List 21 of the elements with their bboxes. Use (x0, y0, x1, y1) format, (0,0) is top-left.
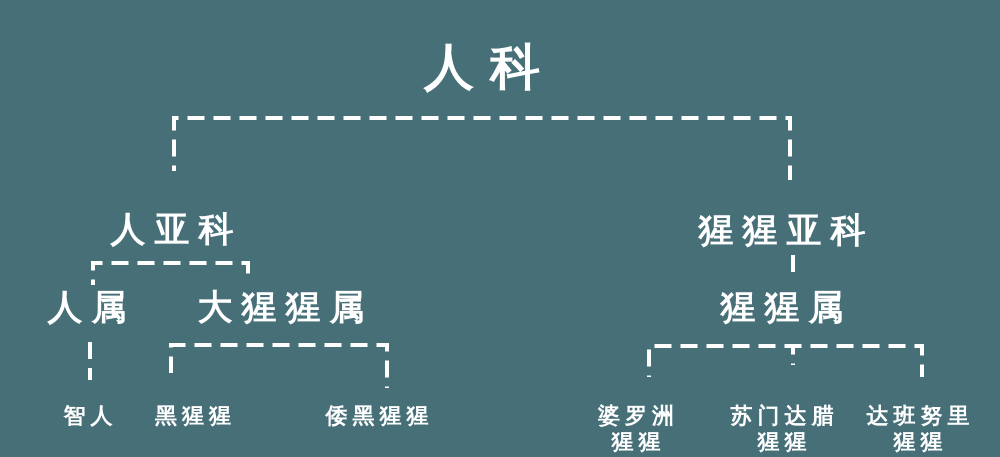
dashed-connector (88, 340, 92, 380)
taxon-label: 人科 (407, 39, 557, 95)
taxon-label: 大猩猩属 (188, 288, 374, 328)
taxon-label: 猩猩亚科 (688, 211, 876, 251)
species-label: 苏门达腊猩猩 (724, 404, 840, 456)
taxon-label: 猩猩属 (710, 288, 854, 328)
species-label: 黑猩猩 (149, 404, 237, 430)
taxon-label: 人属 (38, 288, 136, 328)
dashed-connector (482, 116, 792, 180)
dashed-connector (169, 343, 281, 373)
species-label: 倭黑猩猩 (320, 404, 434, 430)
species-label: 达班努里猩猩 (860, 404, 976, 456)
dashed-connector (91, 261, 172, 285)
dashed-connector (281, 343, 389, 388)
dashed-connector (172, 116, 482, 171)
dashed-connector (793, 344, 924, 377)
species-label: 婆罗洲猩猩 (592, 404, 680, 456)
dashed-connector (791, 253, 795, 272)
species-label: 智人 (58, 404, 118, 430)
dashed-connector (647, 344, 793, 377)
taxon-label: 人亚科 (100, 210, 244, 250)
